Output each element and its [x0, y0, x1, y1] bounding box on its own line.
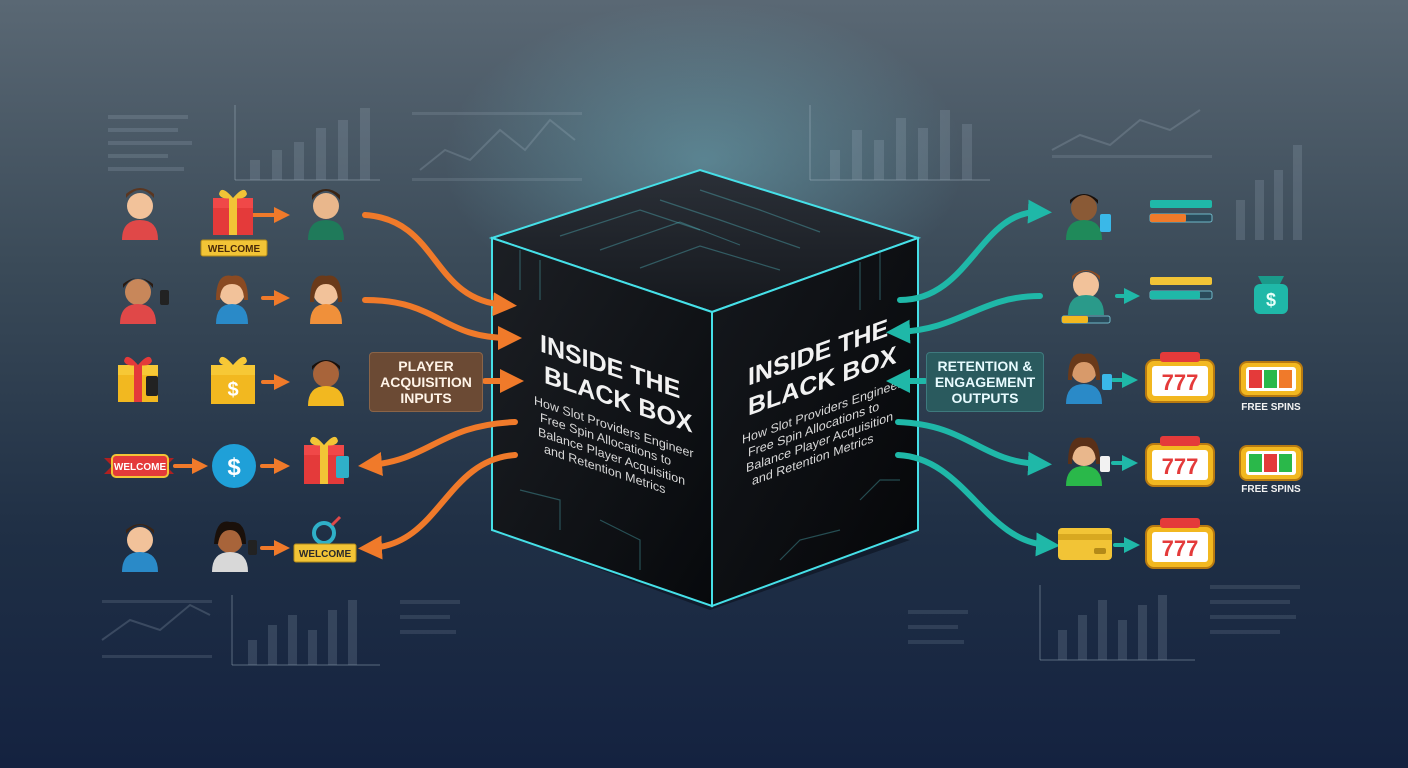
input-arrow-1: [362, 212, 517, 317]
welcome-banner-text: WELCOME: [114, 462, 167, 473]
gift-dollar-icon: $: [211, 356, 255, 404]
input-icons: WELCOME: [104, 188, 357, 572]
free-spins-text-1: FREE SPINS: [1241, 402, 1301, 413]
input-arrow-4: [358, 419, 518, 476]
credit-card-icon: [1058, 528, 1112, 560]
person-phone-icon: [1066, 437, 1110, 486]
welcome-badge: WELCOME: [200, 239, 268, 257]
inputs-label-line2: ACQUISITION: [380, 374, 472, 390]
person-phone-icon: [120, 278, 169, 324]
free-spins-text-2: FREE SPINS: [1241, 484, 1301, 495]
progress-bars: [1149, 277, 1213, 300]
player-acquisition-inputs-label: PLAYER ACQUISITION INPUTS: [369, 352, 483, 412]
dollar-coin-icon: $: [212, 444, 256, 488]
slot-free-spins-icon: FREE SPINS: [1239, 361, 1303, 413]
progress-bars: [1149, 200, 1213, 223]
person-phone-icon: [1066, 194, 1111, 240]
person-icon: [308, 189, 344, 240]
black-box-cube: INSIDE THE BLACK BOX How Slot Providers …: [488, 168, 922, 608]
output-arrow-5: [895, 452, 1060, 557]
slot-machine-icon: 777: [1145, 518, 1215, 569]
welcome-sign-icon: WELCOME: [293, 515, 357, 563]
money-bag-text: $: [1266, 290, 1276, 310]
cube-right-face: [711, 236, 919, 608]
money-bag-icon: $: [1254, 276, 1288, 314]
dollar-coin-text: $: [227, 454, 241, 481]
gift-phone-icon: [304, 436, 349, 484]
welcome-sign-text: WELCOME: [299, 549, 352, 560]
retention-engagement-outputs-label: RETENTION & ENGAGEMENT OUTPUTS: [926, 352, 1044, 412]
circuit-traces: [519, 189, 900, 570]
slot-machine-icon: 777: [1145, 352, 1215, 403]
person-icon: [1061, 270, 1111, 324]
background-charts: [101, 105, 1302, 666]
cube-left-text: INSIDE THE BLACK BOX How Slot Providers …: [534, 330, 694, 496]
person-icon: [216, 275, 248, 324]
output-arrow-1: [897, 199, 1052, 303]
outputs-label-line2: ENGAGEMENT: [934, 374, 1036, 390]
person-icon: [308, 360, 344, 406]
person-phone-icon: [212, 521, 257, 572]
inputs-label-line1: PLAYER: [398, 358, 454, 374]
slot-machine-icon: 777: [1145, 436, 1215, 487]
person-icon: [122, 188, 158, 240]
slot-sevens-3: 777: [1162, 536, 1199, 561]
welcome-badge-text-1: WELCOME: [208, 244, 261, 255]
gift-dollar-text: $: [227, 379, 238, 401]
outputs-label-line3: OUTPUTS: [951, 390, 1019, 406]
input-arrow-2: [362, 297, 522, 350]
inputs-label-line3: INPUTS: [400, 390, 452, 406]
slot-sevens-2: 777: [1162, 454, 1199, 479]
output-arrow-4: [895, 419, 1052, 476]
welcome-banner: WELCOME: [104, 454, 174, 478]
output-icons: $ 777 FREE SPINS: [1058, 194, 1303, 569]
outputs-label-line1: RETENTION &: [937, 358, 1033, 374]
output-arrows: [886, 199, 1140, 557]
slot-sevens-1: 777: [1162, 370, 1199, 395]
output-arrow-2: [886, 293, 1043, 344]
input-arrows: [173, 207, 524, 560]
slot-free-spins-icon: FREE SPINS: [1239, 445, 1303, 495]
gift-icon: [213, 189, 253, 235]
person-phone-icon: [122, 524, 158, 572]
person-phone-icon: [1066, 353, 1112, 404]
gift-phone-icon: [118, 356, 158, 402]
input-arrow-5: [358, 452, 518, 560]
person-icon: [310, 275, 342, 324]
